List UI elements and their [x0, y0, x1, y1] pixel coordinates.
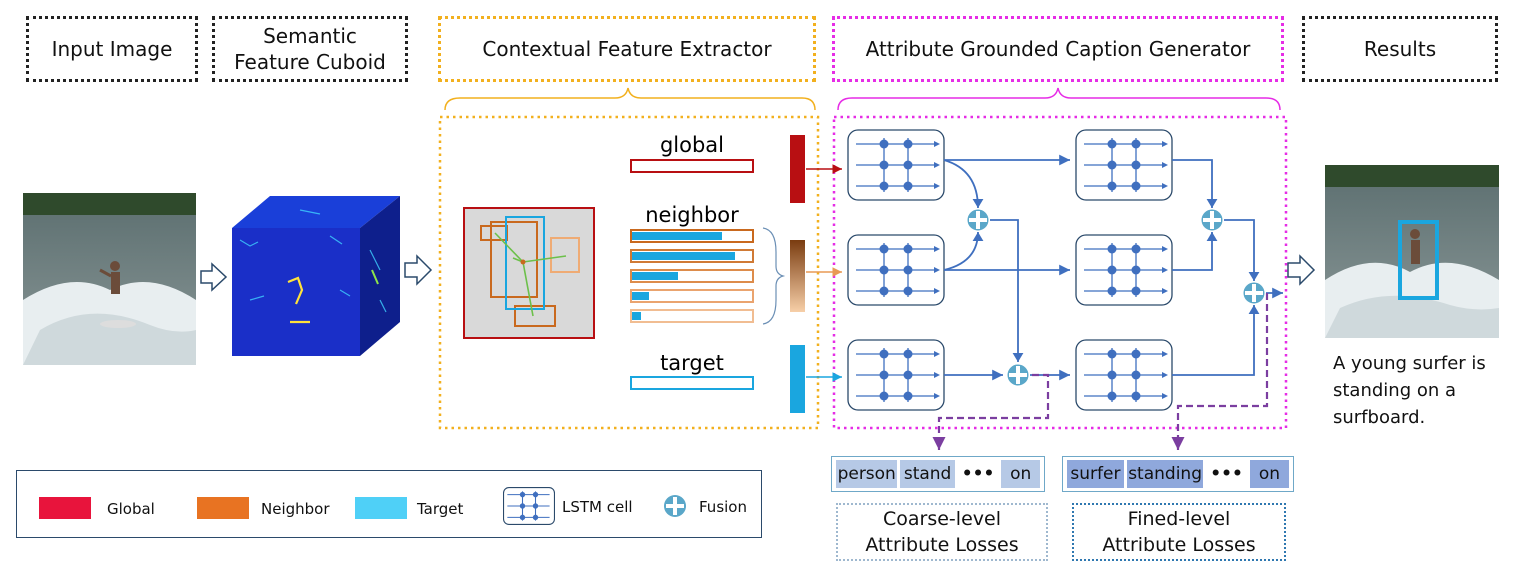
global-label: global	[660, 133, 724, 157]
generator-header: Attribute Grounded Caption Generator	[832, 16, 1284, 82]
coarse-attribute-arrow	[932, 373, 1050, 450]
global-feature-bar	[630, 159, 754, 173]
fine-attribute-row: surfer standing ••• on	[1062, 456, 1294, 492]
lstm-cell-target-2	[1075, 339, 1173, 411]
generator-box	[832, 115, 1288, 430]
target-feature-vector	[790, 345, 805, 413]
caption-line-2: standing on a	[1333, 380, 1457, 401]
legend-target-label: Target	[417, 500, 464, 518]
target-label: target	[660, 351, 724, 375]
semantic-feature-cuboid	[232, 196, 400, 356]
generator-brace	[837, 87, 1281, 111]
coarse-loss-line2: Attribute Losses	[865, 534, 1019, 556]
neighbor-brace	[762, 227, 786, 325]
input-image-label: Input Image	[51, 37, 173, 61]
fine-loss-line2: Attribute Losses	[1102, 534, 1256, 556]
lstm-connections	[943, 154, 1283, 381]
fine-attribute-arrow	[1171, 293, 1269, 450]
lstm-cell-target-1	[847, 339, 945, 411]
neighbor-feature-vector	[790, 240, 805, 312]
fine-attr-ellipsis: •••	[1210, 464, 1243, 484]
lstm-cell-global-1	[847, 129, 945, 201]
results-header: Results	[1302, 16, 1498, 82]
global-feature-vector	[790, 135, 805, 203]
legend-target-swatch	[355, 497, 407, 519]
extractor-brace	[444, 87, 816, 111]
neighbor-label: neighbor	[645, 203, 739, 227]
input-photo	[23, 193, 196, 365]
legend-neighbor-label: Neighbor	[261, 500, 330, 518]
arrow-to-extractor	[404, 254, 433, 286]
fusion-node-3	[1200, 208, 1224, 232]
fine-attr-standing: standing	[1126, 460, 1204, 488]
caption-line-1: A young surfer is	[1333, 353, 1486, 374]
fusion-node-2	[1006, 363, 1030, 387]
legend-lstm-icon	[503, 487, 555, 525]
arrow-to-results	[1287, 254, 1316, 286]
legend-global-label: Global	[107, 500, 155, 518]
lstm-cell-neighbor-2	[1075, 234, 1173, 306]
legend-lstm-label: LSTM cell	[562, 498, 633, 516]
result-photo	[1325, 165, 1499, 338]
coarse-attr-on: on	[1001, 460, 1040, 488]
coarse-attribute-row: person stand ••• on	[831, 456, 1045, 492]
fine-attr-surfer: surfer	[1067, 460, 1124, 488]
coarse-loss-line1: Coarse-level	[883, 508, 1001, 530]
coarse-attr-stand: stand	[900, 460, 955, 488]
legend: Global Neighbor Target LSTM cell Fusion	[16, 470, 762, 538]
extractor-header: Contextual Feature Extractor	[438, 16, 816, 82]
coarse-attr-person: person	[836, 460, 898, 488]
lstm-cell-global-2	[1075, 129, 1173, 201]
arrow-to-cuboid	[200, 262, 228, 292]
region-proposal-panel	[463, 207, 595, 339]
extractor-label: Contextual Feature Extractor	[482, 37, 772, 61]
cuboid-label-line2: Feature Cuboid	[234, 50, 386, 74]
fine-attr-on: on	[1249, 460, 1289, 488]
target-feature-bar	[630, 376, 754, 390]
results-label: Results	[1363, 37, 1437, 61]
neighbor-feature-bars	[630, 229, 754, 323]
coarse-attr-ellipsis: •••	[961, 464, 995, 484]
generator-label: Attribute Grounded Caption Generator	[865, 37, 1251, 61]
caption-line-3: surfboard.	[1333, 407, 1426, 428]
legend-neighbor-swatch	[197, 497, 249, 519]
fusion-node-1	[966, 208, 990, 232]
legend-fusion-icon	[664, 495, 686, 517]
lstm-cell-neighbor-1	[847, 234, 945, 306]
generated-caption: A young surfer is standing on a surfboar…	[1333, 350, 1486, 431]
input-image-header: Input Image	[26, 16, 198, 82]
cuboid-label-line1: Semantic	[263, 24, 357, 48]
fine-loss-line1: Fined-level	[1127, 508, 1231, 530]
legend-fusion-label: Fusion	[699, 498, 747, 516]
legend-global-swatch	[39, 497, 91, 519]
fusion-node-4	[1242, 281, 1266, 305]
